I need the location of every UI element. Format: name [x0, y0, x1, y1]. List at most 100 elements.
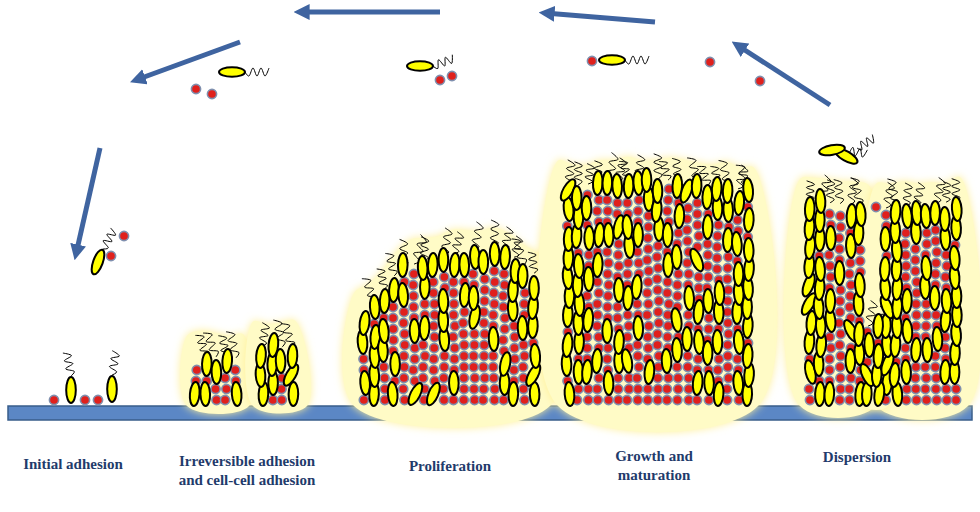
rod-cell [941, 289, 952, 313]
coccus-cell [723, 362, 732, 371]
flagellum [857, 135, 874, 151]
rod-cell [530, 344, 541, 369]
coccus-cell [470, 340, 479, 349]
coccus-cell [479, 318, 488, 327]
rod-cell [670, 307, 683, 332]
rod-cell [398, 253, 408, 277]
coccus-cell [825, 365, 834, 374]
rod-cell [930, 286, 940, 310]
coccus-cell [836, 285, 845, 294]
coccus-cell [704, 395, 713, 404]
coccus-cell [942, 395, 951, 404]
coccus-cell [704, 272, 713, 281]
coccus-cell [400, 340, 409, 349]
rod-cell [562, 333, 574, 358]
cycle-arrows [76, 12, 830, 254]
coccus-cell [459, 362, 468, 371]
coccus-cell [499, 302, 508, 311]
coccus-cell [755, 76, 764, 85]
coccus-cell [664, 373, 673, 382]
rod-cell [427, 253, 438, 277]
coccus-cell [644, 244, 653, 253]
rod-cell [417, 256, 428, 280]
coccus-cell [824, 250, 833, 259]
coccus-cell [652, 252, 661, 261]
rod-cell [731, 232, 742, 257]
coccus-cell [400, 329, 409, 338]
cycle-arrow [737, 45, 830, 105]
coccus-cell [459, 329, 468, 338]
stage-label-box: Dispersion [797, 448, 917, 467]
coccus-cell [703, 261, 712, 270]
flagellum [848, 178, 858, 205]
rod-cell [890, 200, 901, 225]
rod-cell [713, 382, 724, 407]
coccus-cell [593, 384, 602, 393]
rod-cell [902, 319, 913, 344]
coccus-cell [440, 272, 449, 281]
coccus-cell [836, 373, 845, 382]
coccus-cell [440, 351, 449, 360]
coccus-cell [518, 362, 527, 371]
coccus-cell [693, 220, 702, 229]
rod-cell [653, 179, 663, 203]
stage-label-box: Proliferation [385, 457, 515, 476]
coccus-cell [911, 255, 920, 264]
coccus-cell [439, 373, 448, 382]
coccus-cell [410, 354, 419, 363]
coccus-cell [922, 373, 931, 382]
rod-cell [671, 245, 681, 269]
cycle-arrow [136, 42, 240, 80]
rod-cell [824, 382, 835, 406]
coccus-cell [490, 384, 499, 393]
coccus-cell [479, 395, 488, 404]
coccus-cell [593, 206, 602, 215]
coccus-cell [574, 384, 583, 393]
matrix-blob [859, 176, 980, 420]
coccus-cell [470, 373, 479, 382]
coccus-cell [594, 373, 603, 382]
rod-cell [275, 349, 286, 373]
rod-cell [602, 171, 612, 195]
rod-cell [688, 247, 706, 273]
coccus-cell [468, 269, 477, 278]
coccus-cell [941, 272, 950, 281]
stage-label: Proliferation [385, 457, 515, 476]
rod-cell [529, 276, 539, 300]
coccus-cell [479, 362, 488, 371]
rod-cell [703, 289, 713, 313]
rod-cell [902, 289, 912, 313]
coccus-cell [409, 302, 418, 311]
rod-cell [287, 344, 298, 368]
coccus-cell [663, 332, 672, 341]
coccus-cell [654, 318, 663, 327]
coccus-cell [614, 373, 623, 382]
coccus-cell [520, 351, 529, 360]
coccus-cell [684, 310, 693, 319]
rod-cell [572, 186, 582, 210]
coccus-cell [644, 343, 653, 352]
coccus-cell [912, 395, 921, 404]
matrix-blob [245, 320, 311, 414]
coccus-cell [952, 384, 961, 393]
rod-cell [620, 348, 634, 373]
coccus-cell [644, 299, 653, 308]
rod-cell [674, 204, 684, 228]
flagellum [625, 56, 649, 64]
coccus-cell [724, 329, 733, 338]
rod-cell [743, 208, 754, 232]
coccus-cell [683, 362, 692, 371]
coccus-cell [633, 340, 642, 349]
rod-cell [406, 381, 425, 407]
coccus-cell [499, 335, 508, 344]
coccus-cell [653, 285, 662, 294]
rod-cell [358, 311, 370, 336]
coccus-cell [594, 288, 603, 297]
coccus-cell [921, 362, 930, 371]
coccus-cell [922, 228, 931, 237]
rod-cell [517, 316, 528, 340]
coccus-cell [712, 253, 721, 262]
coccus-cell [603, 195, 612, 204]
